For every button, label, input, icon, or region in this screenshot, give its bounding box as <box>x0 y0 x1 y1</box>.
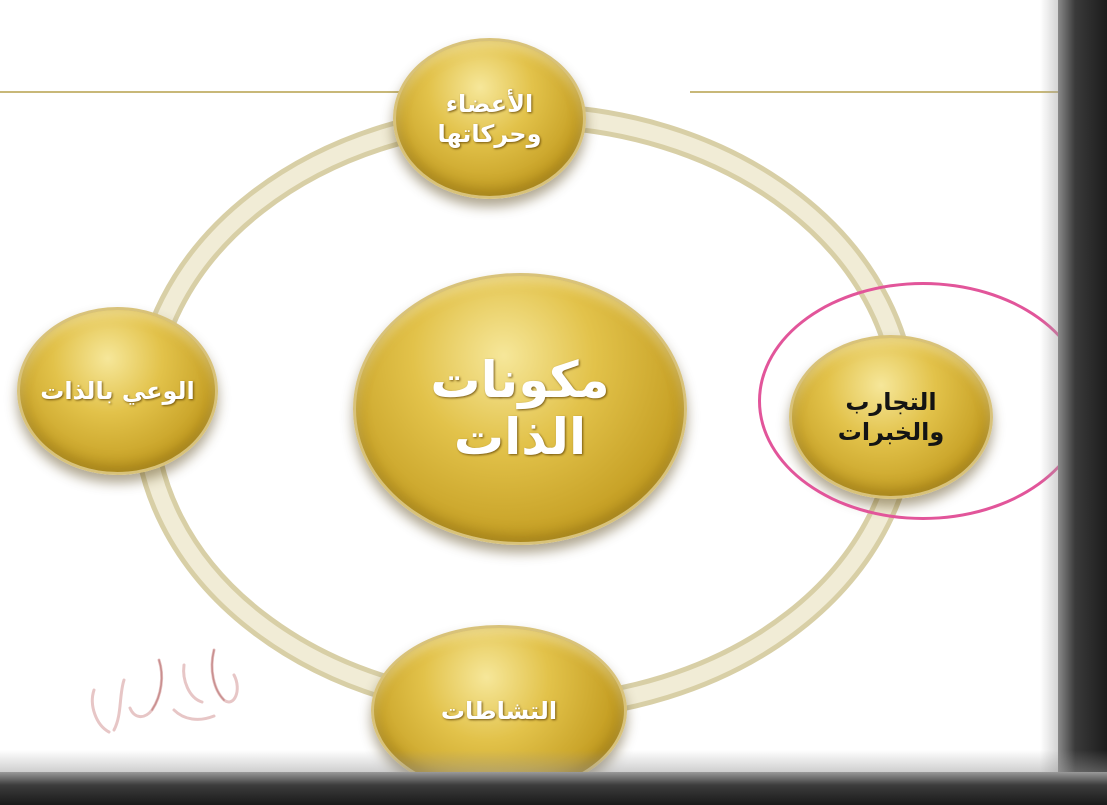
highlight-circle <box>758 282 1088 520</box>
frame-bottom <box>0 772 1107 805</box>
node-top-label: الأعضاء وحركاتها <box>437 89 542 148</box>
center-label: مكونات الذات <box>430 350 610 466</box>
frame-bottom-shade <box>0 750 1107 774</box>
frame-right <box>1058 0 1107 805</box>
node-left-label: الوعي بالذات <box>40 377 195 405</box>
node-left: الوعي بالذات <box>17 307 218 475</box>
node-top: الأعضاء وحركاتها <box>393 38 586 199</box>
node-bottom-label: التشاطات <box>440 696 558 725</box>
header-rule-left <box>0 91 400 93</box>
frame-right-shade <box>1040 0 1062 805</box>
node-center: مكونات الذات <box>353 273 687 545</box>
header-rule-right <box>690 91 1060 93</box>
signature-mark <box>90 648 239 734</box>
